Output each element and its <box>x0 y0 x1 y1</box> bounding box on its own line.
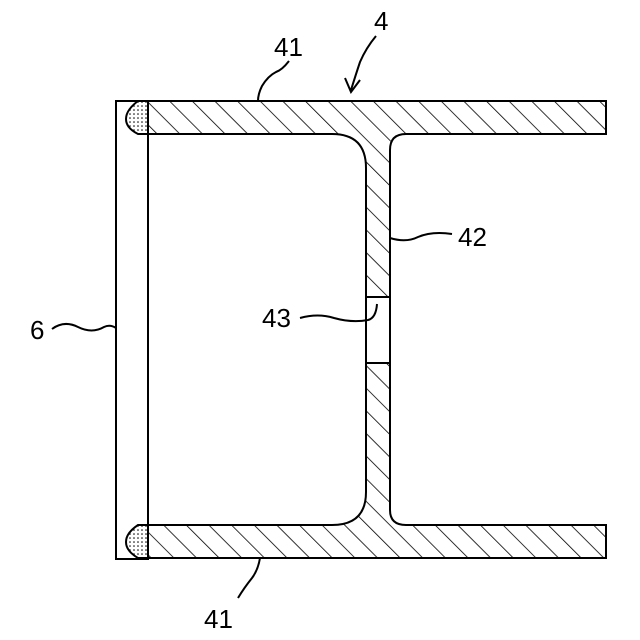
h-beam-section-lower <box>148 363 606 558</box>
web-opening <box>366 297 390 363</box>
label-42: 42 <box>458 222 487 252</box>
leader-41-top <box>258 61 289 101</box>
leader-41-bottom <box>238 558 260 598</box>
label-41-bottom: 41 <box>204 604 233 634</box>
leader-6 <box>52 324 116 331</box>
label-4: 4 <box>374 6 388 36</box>
h-beam-section <box>148 101 606 297</box>
leader-4 <box>351 36 376 90</box>
label-6: 6 <box>30 315 44 345</box>
leader-42 <box>390 233 452 240</box>
side-plate <box>116 101 148 559</box>
label-43: 43 <box>262 303 291 333</box>
label-41-top: 41 <box>274 32 303 62</box>
